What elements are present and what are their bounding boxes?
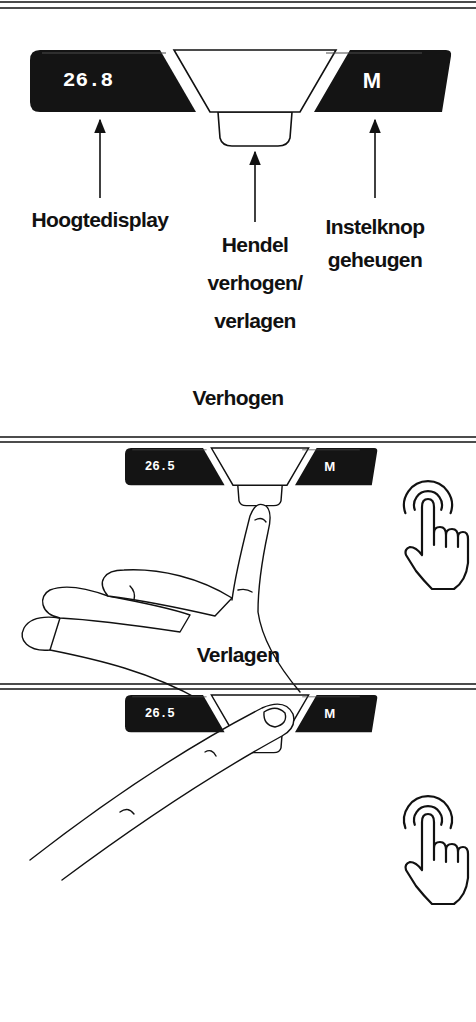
touch-icon (404, 481, 468, 589)
panel-fill (295, 448, 377, 485)
handle-tab (238, 485, 282, 505)
touch-knuckles (434, 848, 458, 862)
height-display: 26.8 (30, 50, 196, 112)
handle-body (211, 448, 308, 485)
panel-fill (295, 695, 377, 732)
touch-knuckles (434, 533, 458, 547)
part-callout: Hendel verhogen/ verlagen (200, 226, 310, 340)
touch-icon (404, 796, 468, 904)
finger-crease (255, 518, 266, 522)
memory-key-label: M (306, 448, 354, 485)
panel-highlight (303, 449, 361, 450)
finger-crease (130, 586, 135, 600)
leader-arrow (254, 152, 256, 222)
panel-fill (314, 50, 451, 112)
panel-shape (295, 695, 378, 732)
step-heading: Verhogen (138, 384, 338, 412)
hand-outline (50, 650, 200, 700)
leader-arrows (100, 120, 375, 222)
desk-edge-line (0, 688, 476, 690)
height-readout: 26.5 (130, 448, 190, 485)
panel-fill (30, 50, 196, 112)
leader-arrow (374, 120, 376, 198)
panel-highlight (42, 52, 166, 53)
finger-crease (238, 589, 252, 592)
desk-edge-line (0, 436, 476, 438)
hand-finger (102, 570, 232, 616)
finger-crease (120, 809, 134, 814)
height-readout: 26.8 (38, 50, 138, 112)
finger-nail (264, 708, 286, 727)
desk-edge-line (0, 441, 476, 443)
memory-button: M (314, 50, 452, 112)
handle-tab (218, 112, 292, 146)
panel-highlight (303, 696, 361, 697)
touch-hand (406, 499, 469, 589)
desk-edge-line (0, 7, 476, 9)
desk-edge-line (0, 683, 476, 685)
height-readout: 26.5 (130, 695, 190, 732)
touch-hand (406, 814, 469, 904)
part-callout: Instelknop geheugen (315, 210, 435, 276)
height-display: 26.5 (125, 695, 225, 732)
panel-highlight (132, 696, 206, 697)
panel-fill (125, 448, 225, 485)
panel-fill (125, 695, 225, 732)
panel-highlight (132, 449, 206, 450)
memory-button: M (295, 695, 378, 732)
panel-highlight (326, 52, 422, 53)
desk-edge-line (0, 1, 476, 3)
handle (174, 50, 336, 146)
handle (211, 448, 308, 506)
height-display: 26.5 (125, 448, 225, 485)
panel-shape (295, 448, 378, 485)
handle-body (174, 50, 336, 112)
finger-crease (205, 751, 216, 756)
memory-key-label: M (332, 50, 412, 112)
hand-finger (22, 617, 60, 650)
hand-illustration (22, 504, 300, 700)
memory-button: M (295, 448, 378, 485)
memory-key-label: M (306, 695, 354, 732)
part-callout: Hoogtedisplay (25, 206, 175, 234)
leader-arrow (99, 120, 101, 198)
panel-shape (314, 50, 452, 112)
step-heading: Verlagen (138, 641, 338, 669)
